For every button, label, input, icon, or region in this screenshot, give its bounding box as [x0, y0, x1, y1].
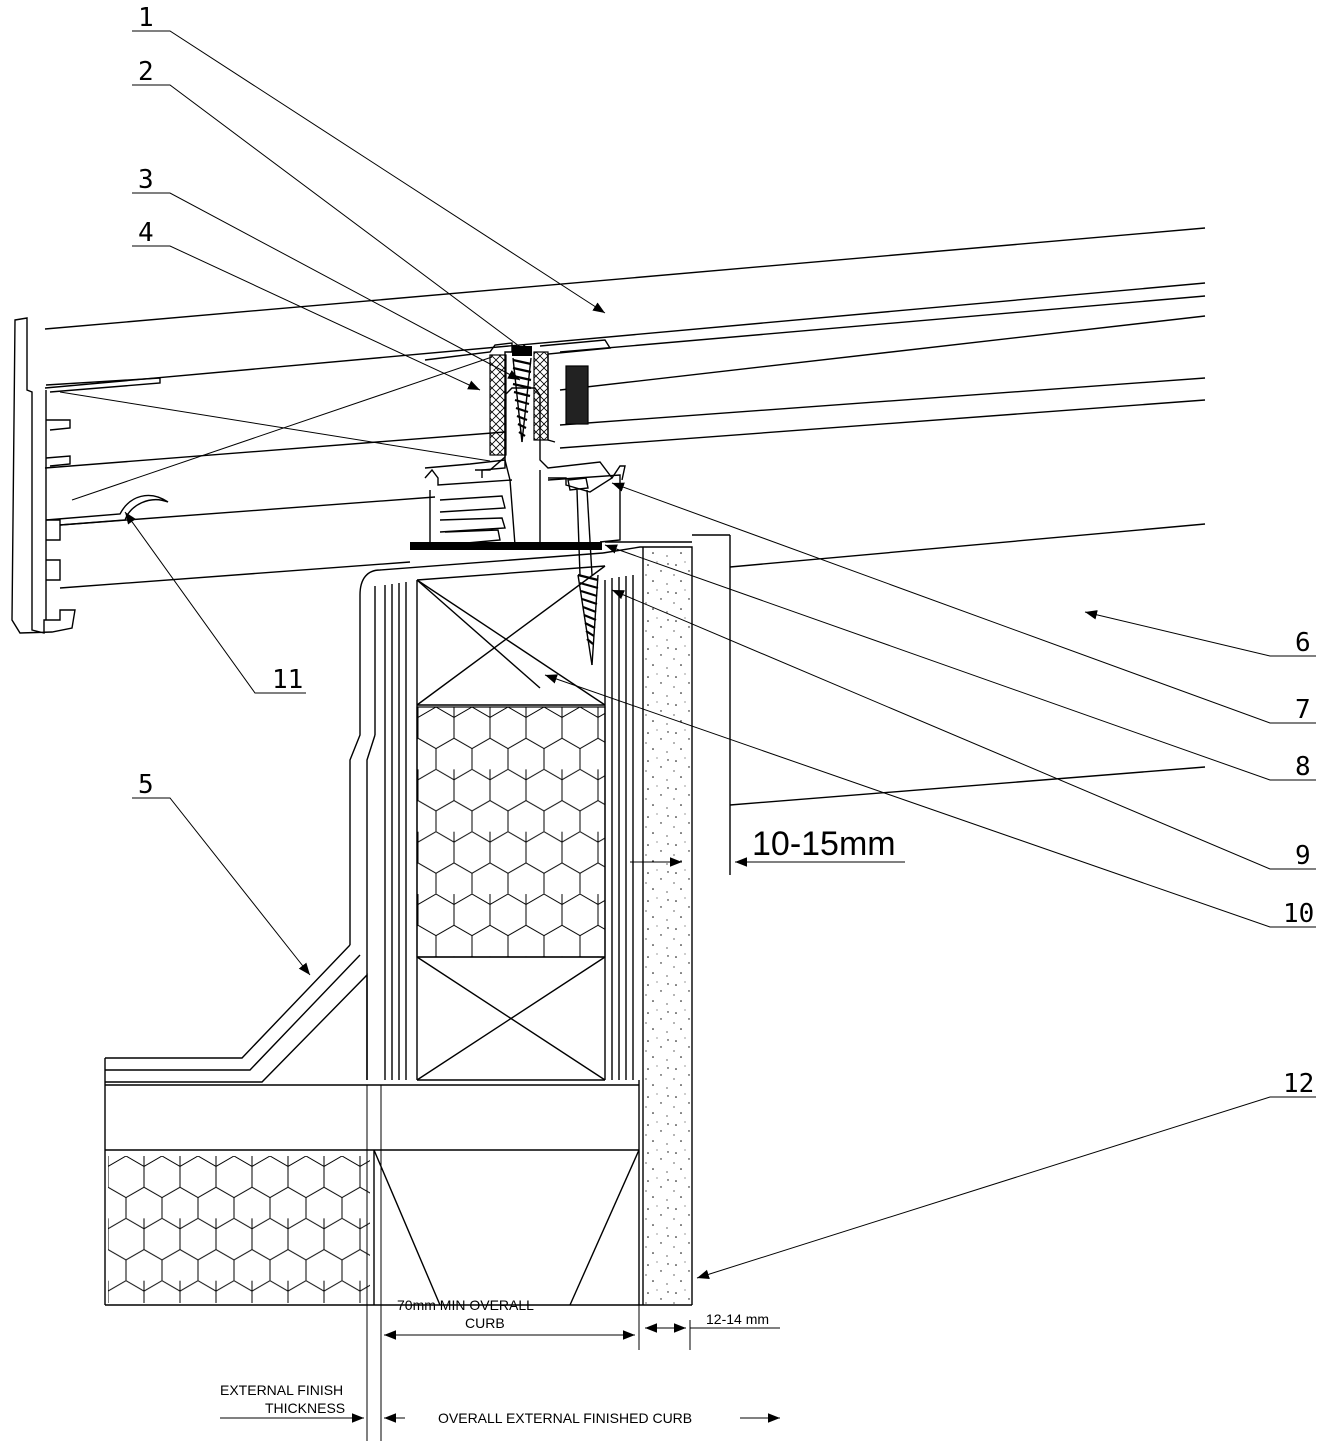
callout-10: 10 [1283, 899, 1314, 929]
roof-deck-base [104, 944, 692, 1441]
dimension-overall-label: OVERALL EXTERNAL FINISHED CURB [438, 1410, 692, 1426]
callout-7: 7 [1295, 695, 1311, 725]
callout-4: 4 [138, 218, 154, 248]
callout-2: 2 [138, 57, 154, 87]
roof-glazing-panel [44, 227, 1206, 806]
dimension-curb-label-1: 70mm MIN OVERALL [397, 1297, 534, 1313]
dimension-finish-label-1: EXTERNAL FINISH [220, 1382, 343, 1398]
callout-1: 1 [138, 3, 154, 33]
dimension-curb: 70mm MIN OVERALL CURB 12-14 mm [384, 1297, 780, 1350]
callout-9: 9 [1295, 841, 1311, 871]
callout-8: 8 [1295, 752, 1311, 782]
dimension-finish-label-2: THICKNESS [265, 1400, 345, 1416]
curb-adaptor-profile [410, 465, 626, 550]
timber-curb [349, 552, 634, 1081]
dimension-curb-label-2: CURB [465, 1315, 505, 1331]
external-board [602, 534, 731, 1305]
callout-5: 5 [138, 770, 154, 800]
dimension-gap-label: 10-15mm [752, 825, 896, 863]
cap-screw [512, 346, 532, 443]
callout-3: 3 [138, 165, 154, 195]
dimension-board-label: 12-14 mm [706, 1311, 769, 1327]
callout-12: 12 [1283, 1069, 1314, 1099]
callout-11: 11 [272, 665, 303, 695]
curb-fixing-screw [567, 477, 599, 666]
dimension-finish: EXTERNAL FINISH THICKNESS OVERALL EXTERN… [220, 1382, 780, 1426]
eaves-beam [11, 317, 169, 634]
glazing-bar [424, 339, 614, 546]
callout-numbers: 1 2 3 4 5 6 7 8 9 10 11 12 [138, 3, 1314, 1099]
callout-6: 6 [1295, 628, 1311, 658]
dimension-gap: 10-15mm [630, 825, 905, 867]
callout-leaders [124, 30, 1316, 1279]
